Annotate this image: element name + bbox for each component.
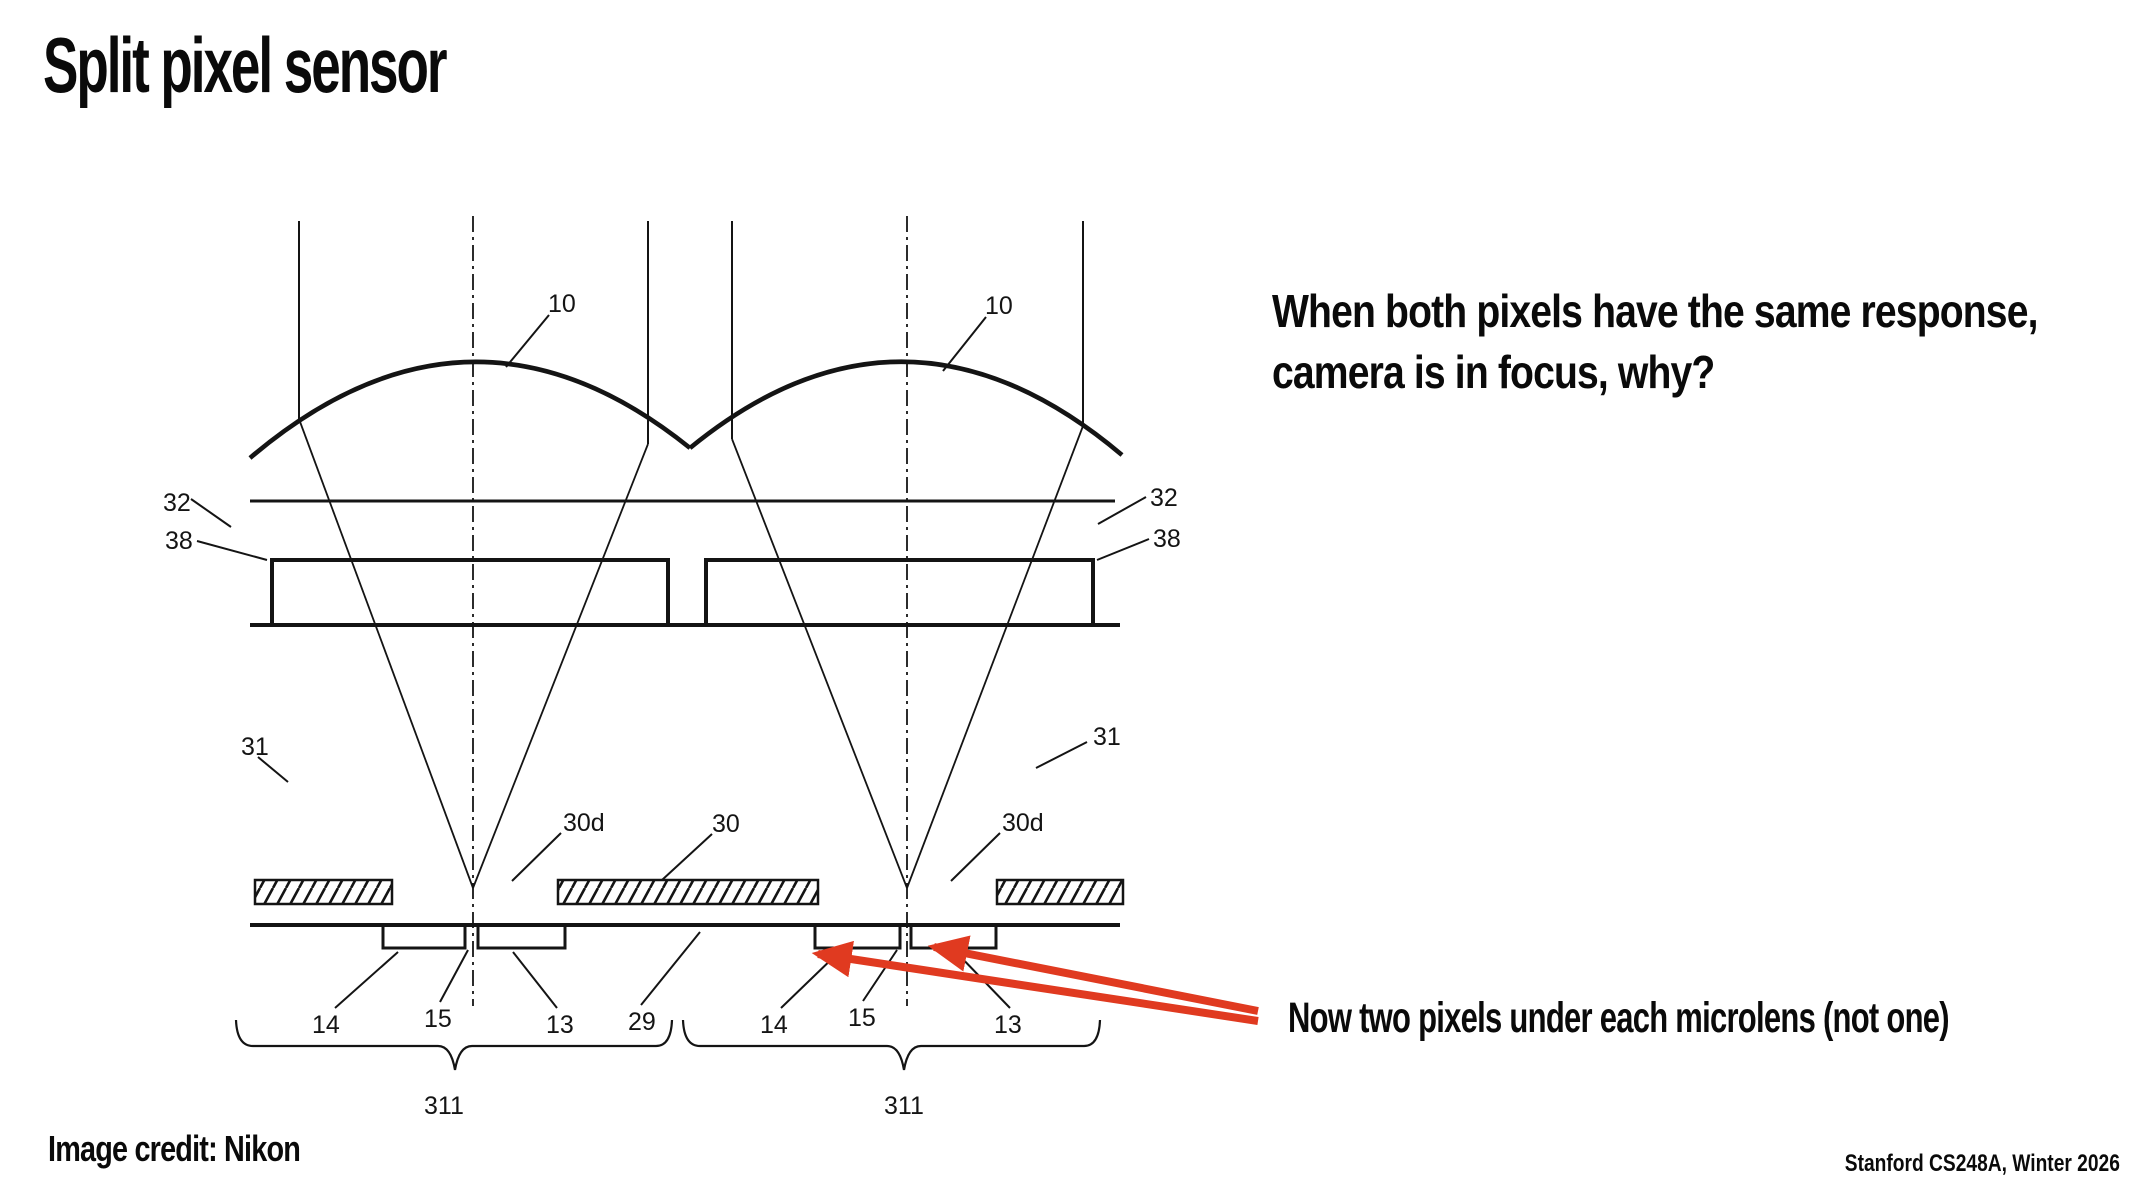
ref-label-15-left: 15	[424, 1005, 452, 1033]
microlens-arcs	[248, 359, 1124, 460]
ref-label-32-left: 32	[163, 489, 191, 517]
ref-label-31-right: 31	[1093, 723, 1121, 751]
optical-axis-centerlines	[472, 216, 908, 1006]
ref-label-311-right: 311	[884, 1092, 924, 1120]
question-text: When both pixels have the same response,…	[1272, 281, 2038, 403]
ref-label-38-left: 38	[165, 527, 193, 555]
ref-label-38-right: 38	[1153, 525, 1181, 553]
ref-label-10-right: 10	[985, 292, 1013, 320]
ref-label-29: 29	[628, 1008, 656, 1036]
course-footer: Stanford CS248A, Winter 2026	[1844, 1150, 2120, 1177]
ref-label-14-left: 14	[312, 1011, 340, 1039]
ref-label-311-left: 311	[424, 1092, 464, 1120]
converging-rays	[298, 418, 1084, 889]
ref-label-30d-right: 30d	[1002, 809, 1044, 837]
microlens-arc-right	[688, 359, 1124, 457]
ref-label-30d-left: 30d	[563, 809, 605, 837]
question-line-1: When both pixels have the same response,	[1272, 285, 2038, 337]
light-shield-blocks	[253, 878, 1125, 906]
page-title: Split pixel sensor	[43, 21, 448, 109]
ref-label-30: 30	[712, 810, 740, 838]
red-callout-arrows	[811, 935, 1259, 1025]
microlens-arc-left	[248, 359, 692, 460]
ref-label-13-right: 13	[994, 1011, 1022, 1039]
layer-38-filters	[250, 558, 1120, 627]
question-line-2: camera is in focus, why?	[1272, 346, 1715, 398]
ref-label-14-right: 14	[760, 1011, 788, 1039]
incoming-light-rays	[298, 221, 1084, 444]
ref-label-15-right: 15	[848, 1004, 876, 1032]
image-credit: Image credit: Nikon	[48, 1128, 301, 1169]
annotation-text: Now two pixels under each microlens (not…	[1288, 994, 1950, 1042]
ref-label-10-left: 10	[548, 290, 576, 318]
ref-label-32-right: 32	[1150, 484, 1178, 512]
ref-label-13-left: 13	[546, 1011, 574, 1039]
ref-label-31-left: 31	[241, 733, 269, 761]
pixel-group-braces	[234, 1019, 1102, 1071]
